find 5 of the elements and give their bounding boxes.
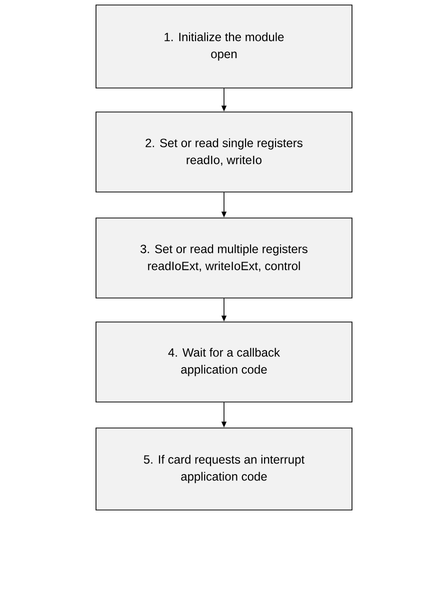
process-box: 3. Set or read multiple registers readIoExt, writeIoExt, control: [96, 218, 352, 298]
process-box: 2. Set or read single registers readIo, writeIo: [96, 112, 352, 192]
process-box: 1. Initialize the module open: [96, 4, 352, 88]
process-box: 4. Wait for a callback application code: [96, 322, 352, 402]
process-box: 5. If card requests an interrupt application code: [96, 428, 352, 510]
